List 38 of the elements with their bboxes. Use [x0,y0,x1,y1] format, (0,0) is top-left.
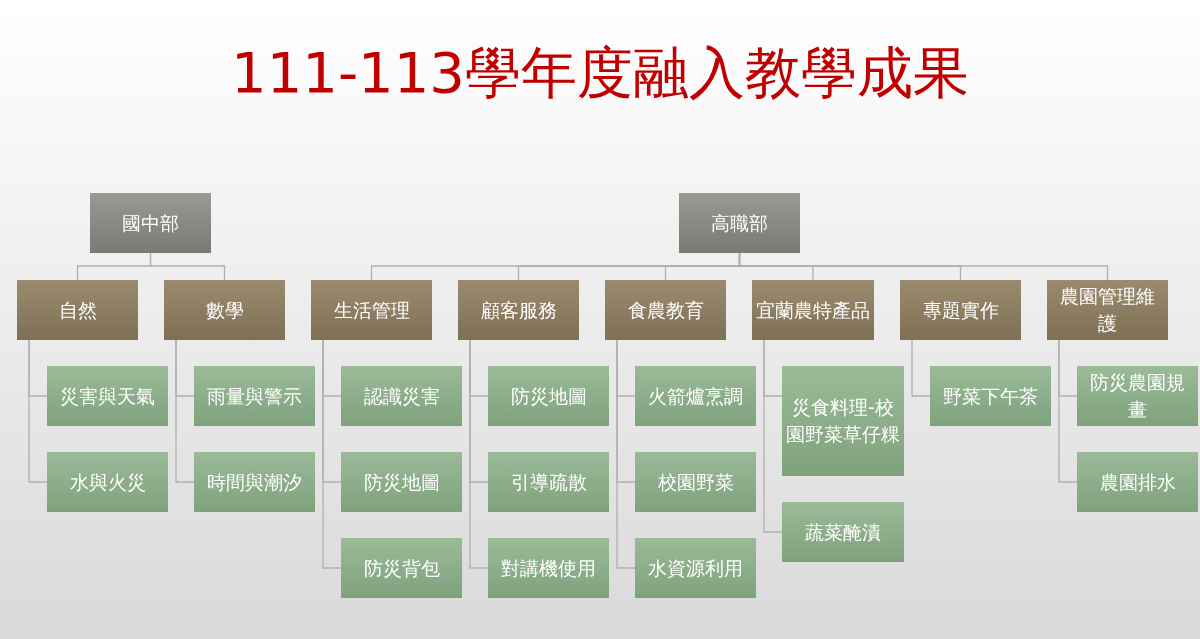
topic-box: 對講機使用 [488,538,609,598]
topic-box: 水資源利用 [635,538,756,598]
connector-line [469,339,489,569]
category-box: 食農教育 [605,280,726,340]
category-box: 專題實作 [900,280,1021,340]
topic-box: 引導疏散 [488,452,609,512]
topic-box: 防災地圖 [341,452,462,512]
category-box: 農園管理維護 [1047,280,1168,340]
department-box: 高職部 [679,193,800,253]
topic-box: 水與火災 [47,452,168,512]
connector-line [149,252,226,281]
topic-box: 校園野菜 [635,452,756,512]
topic-box: 雨量與警示 [194,366,315,426]
department-box: 國中部 [90,193,211,253]
category-box: 宜蘭農特產品 [752,280,874,340]
category-box: 自然 [17,280,138,340]
topic-box: 災害與天氣 [47,366,168,426]
topic-box: 災食料理-校園野菜草仔粿 [782,366,904,476]
category-box: 生活管理 [311,280,432,340]
topic-box: 野菜下午茶 [930,366,1051,426]
topic-box: 蔬菜醃漬 [782,502,904,562]
connector-line [28,339,48,483]
topic-box: 防災背包 [341,538,462,598]
connector-line [175,339,195,483]
topic-box: 農園排水 [1077,452,1198,512]
topic-box: 火箭爐烹調 [635,366,756,426]
title: 111-113學年度融入教學成果 [230,39,970,107]
category-box: 顧客服務 [458,280,579,340]
connector-line [763,339,783,533]
topic-box: 防災農園規畫 [1077,366,1198,426]
category-box: 數學 [164,280,285,340]
connector-line [616,339,636,569]
connector-line [1058,339,1078,483]
connector-line [911,339,931,397]
connector-line [322,339,342,569]
topic-box: 防災地圖 [488,366,609,426]
topic-box: 認識災害 [341,366,462,426]
topic-box: 時間與潮汐 [194,452,315,512]
